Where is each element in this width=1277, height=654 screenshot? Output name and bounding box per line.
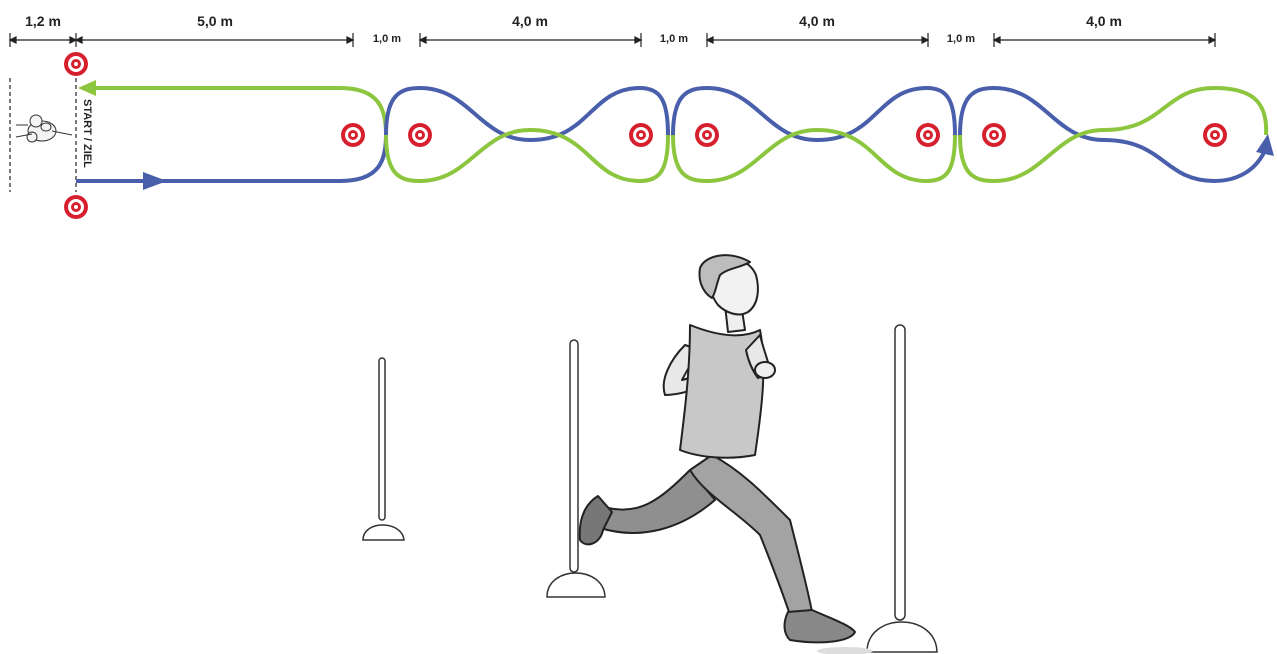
dim-label-5: 1,0 m: [660, 33, 688, 45]
target-icon: [916, 123, 940, 147]
blue-path-start: [76, 134, 388, 183]
slalom-pole-icon: [362, 357, 405, 541]
dim-label-1: 1,2 m: [25, 13, 61, 29]
runner-illustration: [578, 254, 873, 654]
green-arrowhead: [78, 80, 96, 96]
slalom-pole-icon: [546, 339, 606, 598]
target-icon: [695, 123, 719, 147]
green-path-return: [90, 86, 388, 136]
target-icon: [408, 123, 432, 147]
dim-label-4: 4,0 m: [512, 13, 548, 29]
dimension-lines: [8, 33, 1217, 47]
loop-section-1: [384, 85, 670, 184]
target-icon: [629, 123, 653, 147]
target-icon: [64, 195, 88, 219]
dim-label-2: 5,0 m: [197, 13, 233, 29]
dim-label-7: 1,0 m: [947, 33, 975, 45]
dim-label-6: 4,0 m: [799, 13, 835, 29]
target-icon: [341, 123, 365, 147]
loop-section-2: [671, 85, 957, 184]
start-finish-label: START / ZIEL: [81, 99, 93, 168]
target-icon: [1203, 123, 1227, 147]
blue-arrowhead-start: [143, 172, 167, 190]
target-icon: [982, 123, 1006, 147]
loop-section-3: [958, 85, 1269, 184]
coach-figure-icon: [15, 114, 73, 143]
target-icon: [64, 52, 88, 76]
dim-label-8: 4,0 m: [1086, 13, 1122, 29]
targets: [64, 52, 1227, 219]
dim-label-3: 1,0 m: [373, 33, 401, 45]
dimension-labels: 1,2 m 5,0 m 1,0 m 4,0 m 1,0 m 4,0 m 1,0 …: [25, 13, 1122, 45]
slalom-pole-icon: [866, 324, 938, 653]
blue-arrowhead-end: [1256, 134, 1274, 156]
